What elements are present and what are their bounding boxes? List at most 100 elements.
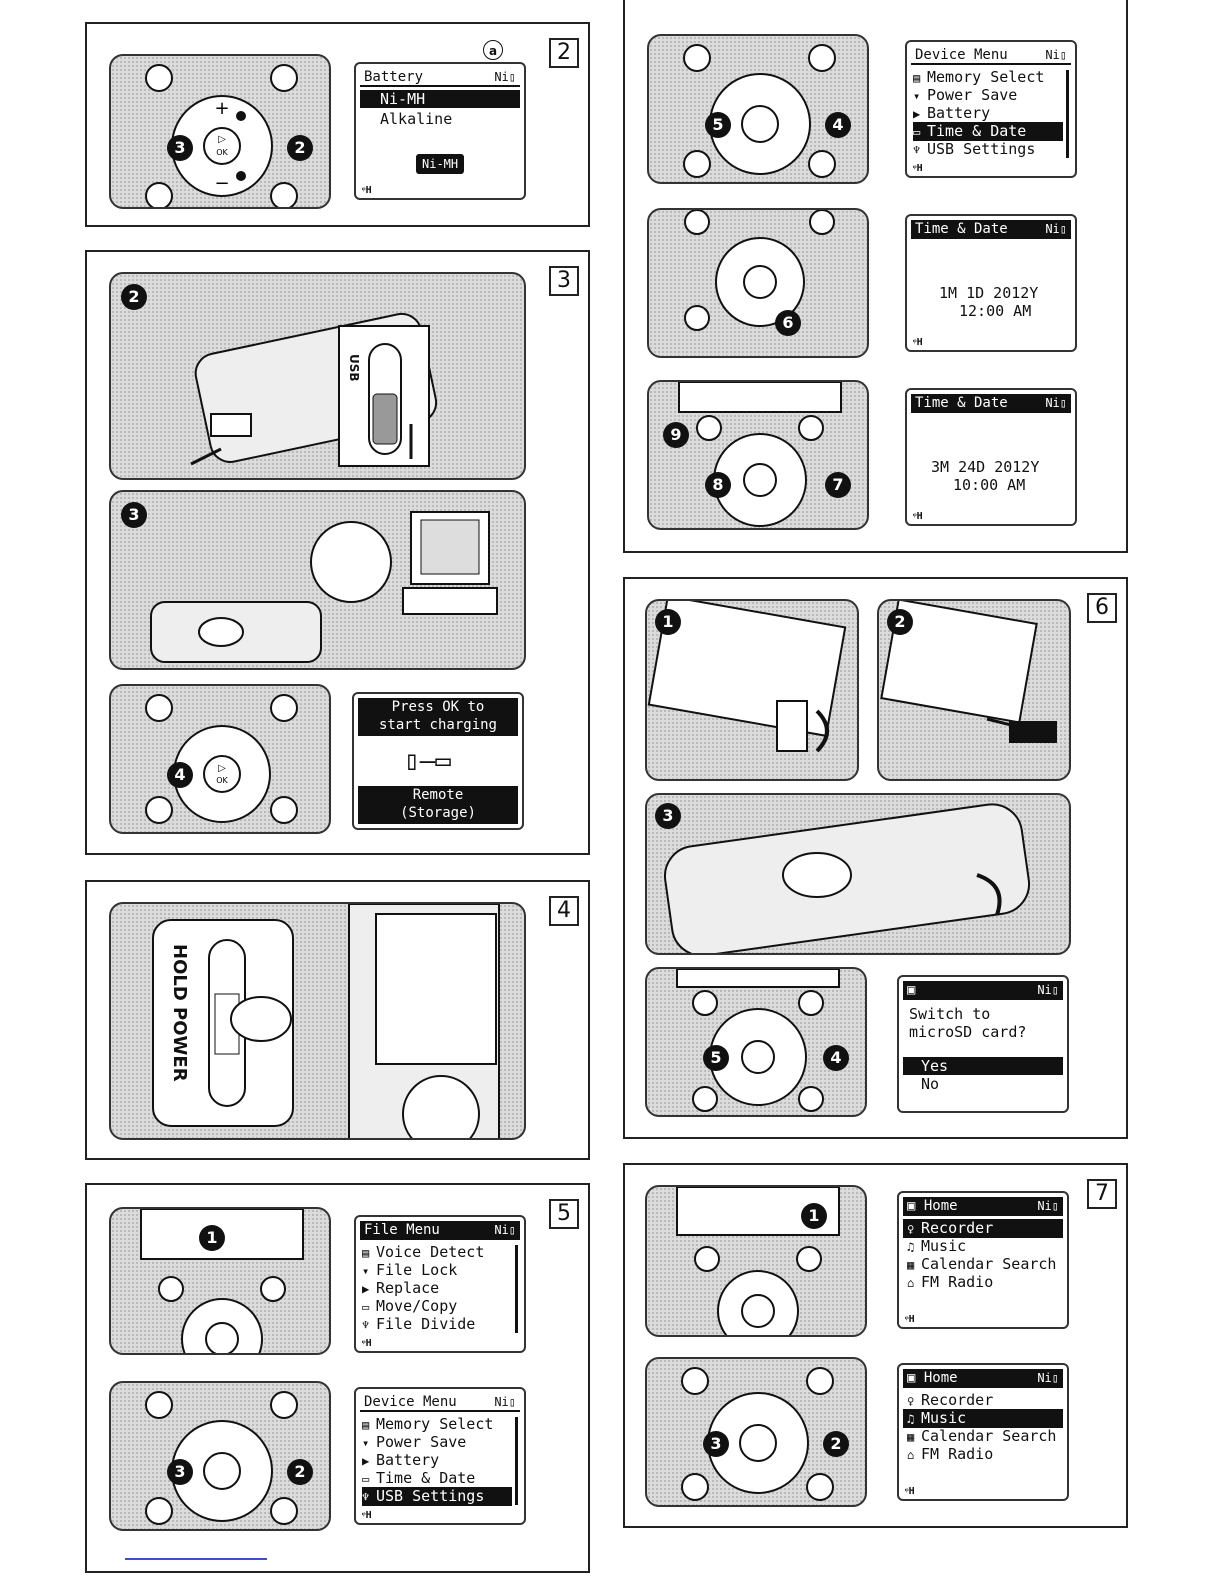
step-2-marker: 2	[823, 1431, 849, 1457]
control-pad-drawing	[683, 44, 836, 178]
replace-icon: ▶	[362, 1282, 370, 1296]
menu-item-selected[interactable]: ♀Recorder	[903, 1219, 1063, 1238]
step-3-marker: 3	[167, 135, 193, 161]
panel-number: 2	[549, 38, 579, 68]
menu-item-selected[interactable]: ♆USB Settings	[362, 1487, 512, 1506]
menu-item[interactable]: ▾File Lock	[362, 1261, 458, 1279]
menu-item-selected[interactable]: ▭Time & Date	[913, 122, 1063, 141]
hold-power-label: HOLD POWER	[169, 944, 190, 1082]
device-control-photo: 3 2	[109, 1381, 331, 1531]
screen-title-bar: ▣ Home Ni▯	[903, 1369, 1063, 1388]
card-cover-open-photo: 1	[645, 599, 859, 781]
screen-title: Battery	[364, 69, 424, 85]
panel-number: 3	[549, 266, 579, 296]
remote-storage-box[interactable]: Remote (Storage)	[358, 786, 518, 824]
menu-item[interactable]: ▶Battery	[913, 104, 991, 122]
usb-slide-photo: 2 USB	[109, 272, 526, 480]
menu-item[interactable]: ▭Move/Copy	[362, 1297, 458, 1315]
panel-5: 5 1 3 2 File Menu Ni▯ ▤Voice Detect ▾Fil…	[85, 1183, 590, 1573]
time-value[interactable]: 10:00 AM	[953, 476, 1026, 494]
mic-icon: ᵠH	[905, 1314, 915, 1325]
home-screen-2: ▣ Home Ni▯ ♀Recorder ♫Music ▦Calendar Se…	[897, 1363, 1069, 1501]
battery-icon: Ni▯	[494, 70, 516, 84]
voice-detect-icon: ▤	[362, 1246, 370, 1260]
memory-icon: ▤	[913, 71, 921, 85]
screen-title-bar: Time & Date Ni▯	[911, 220, 1071, 239]
svg-text:▷: ▷	[218, 134, 226, 145]
step-2-marker: 2	[887, 609, 913, 635]
step-3-marker: 3	[167, 1459, 193, 1485]
menu-item[interactable]: ♆USB Settings	[913, 140, 1036, 158]
svg-text:▷: ▷	[218, 763, 226, 774]
menu-item[interactable]: ▶Battery	[362, 1451, 440, 1469]
screen-title: Device Menu	[364, 1394, 457, 1410]
battery-screen: Battery Ni▯ Ni-MH Alkaline Ni-MH ᵠH	[354, 62, 526, 200]
mic-icon: ᵠH	[362, 1510, 372, 1521]
step-3-marker: 3	[703, 1431, 729, 1457]
svg-text:OK: OK	[216, 776, 228, 785]
hold-switch-photo: HOLD POWER	[109, 902, 526, 1140]
music-note-icon: ♫	[907, 1240, 915, 1254]
pc-connect-drawing	[150, 511, 498, 663]
clock-icon: ▭	[913, 125, 921, 139]
menu-item[interactable]: ▾Power Save	[362, 1433, 467, 1451]
radio-icon: ⌂	[907, 1448, 915, 1462]
charge-prompt-box: Press OK to start charging	[358, 698, 518, 736]
screen-title-bar: Device Menu Ni▯	[360, 1393, 520, 1412]
menu-item[interactable]: Alkaline	[380, 110, 453, 128]
menu-item-selected[interactable]: Ni-MH	[360, 90, 520, 108]
panel-3: 3 2 USB 3 ▷ OK	[85, 250, 590, 855]
panel-number: 7	[1087, 1179, 1117, 1209]
panel-6: 6 1 2 3 5	[623, 577, 1128, 1139]
option-no[interactable]: No	[921, 1075, 940, 1093]
panel-number: 4	[549, 896, 579, 926]
charge-prompt-line1: Press OK to	[391, 699, 485, 715]
menu-item[interactable]: ⌂FM Radio	[907, 1273, 994, 1291]
step-1-marker: 1	[655, 609, 681, 635]
screen-title: Home	[923, 1198, 958, 1214]
menu-item[interactable]: ▾Power Save	[913, 86, 1018, 104]
control-pad-drawing	[681, 1367, 834, 1501]
mic-icon: ᵠH	[905, 1486, 915, 1497]
menu-item[interactable]: ▤Memory Select	[913, 68, 1045, 86]
menu-item[interactable]: ▤Memory Select	[362, 1415, 494, 1433]
lock-icon: ▾	[362, 1264, 370, 1278]
menu-item[interactable]: ▦Calendar Search	[907, 1427, 1057, 1445]
step-9-marker: 9	[663, 422, 689, 448]
menu-item[interactable]: ▦Calendar Search	[907, 1255, 1057, 1273]
microphone-icon: ♀	[907, 1222, 915, 1236]
scrollbar[interactable]	[1066, 70, 1069, 158]
callout-a: a	[483, 40, 503, 60]
device-menu-screen: Device Menu Ni▯ ▤Memory Select ▾Power Sa…	[354, 1387, 526, 1525]
menu-item[interactable]: ▤Voice Detect	[362, 1243, 485, 1261]
time-value[interactable]: 12:00 AM	[959, 302, 1032, 320]
screen-title: File Menu	[364, 1222, 440, 1238]
screen-title-bar: ▣ Home Ni▯	[903, 1197, 1063, 1216]
scrollbar[interactable]	[515, 1245, 518, 1333]
prompt-line-1: Switch to	[909, 1005, 991, 1023]
scrollbar[interactable]	[515, 1417, 518, 1505]
option-yes[interactable]: Yes	[903, 1057, 1063, 1075]
step-2-marker: 2	[287, 1459, 313, 1485]
memory-icon: ▤	[362, 1418, 370, 1432]
step-5-marker: 5	[703, 1045, 729, 1071]
card-cover-close-photo: 3	[645, 793, 1071, 955]
menu-item[interactable]: ▭Time & Date	[362, 1469, 476, 1487]
menu-item[interactable]: ▶Replace	[362, 1279, 440, 1297]
charge-prompt-line2: start charging	[378, 717, 497, 733]
menu-item[interactable]: ⌂FM Radio	[907, 1445, 994, 1463]
battery-menu-icon: ▶	[362, 1454, 370, 1468]
svg-text:+: +	[214, 98, 229, 119]
device-control-photo: 5 4	[647, 34, 869, 184]
memory-in-icon: ▣	[907, 1198, 924, 1214]
svg-text:−: −	[214, 173, 229, 194]
home-screen-1: ▣ Home Ni▯ ♀Recorder ♫Music ▦Calendar Se…	[897, 1191, 1069, 1329]
menu-item[interactable]: ♀Recorder	[907, 1391, 994, 1409]
menu-item[interactable]: ♆File Divide	[362, 1315, 476, 1333]
charging-screen: Press OK to start charging ▯—▭ Remote (S…	[352, 692, 524, 830]
date-value: 3M 24D 2012Y	[931, 458, 1040, 476]
device-control-photo: 6	[647, 208, 869, 358]
clock-icon: ▭	[362, 1472, 370, 1486]
menu-item[interactable]: ♫Music	[907, 1237, 967, 1255]
menu-item-selected[interactable]: ♫Music	[903, 1409, 1063, 1428]
